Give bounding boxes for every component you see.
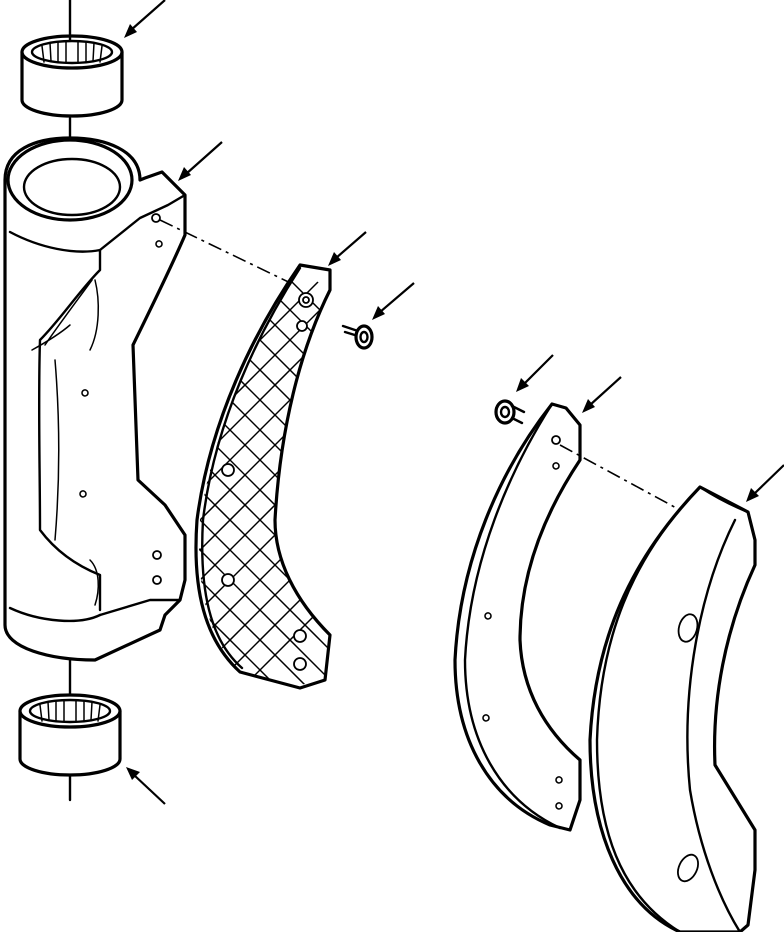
callout-arrow-shim-plate [582,376,622,413]
callout-arrow-outer-block [746,464,784,502]
lower-bearing [18,693,122,777]
shield-screw-right [494,399,526,425]
upper-bearing [20,34,124,118]
shim-plate [453,402,582,832]
outer-shield-block [588,485,757,932]
callout-arrow-screw-right [516,354,554,392]
pivot-housing [3,136,187,662]
callout-arrow-housing [178,141,223,181]
callout-arrow-lower-bearing [126,767,166,805]
callout-arrow-upper-bearing [124,0,166,38]
callout-arrow-screw-left [372,282,415,320]
shield-screw-left [341,324,374,350]
plate-to-block-guide [559,444,681,511]
callout-arrow-inner-plate [328,231,367,266]
